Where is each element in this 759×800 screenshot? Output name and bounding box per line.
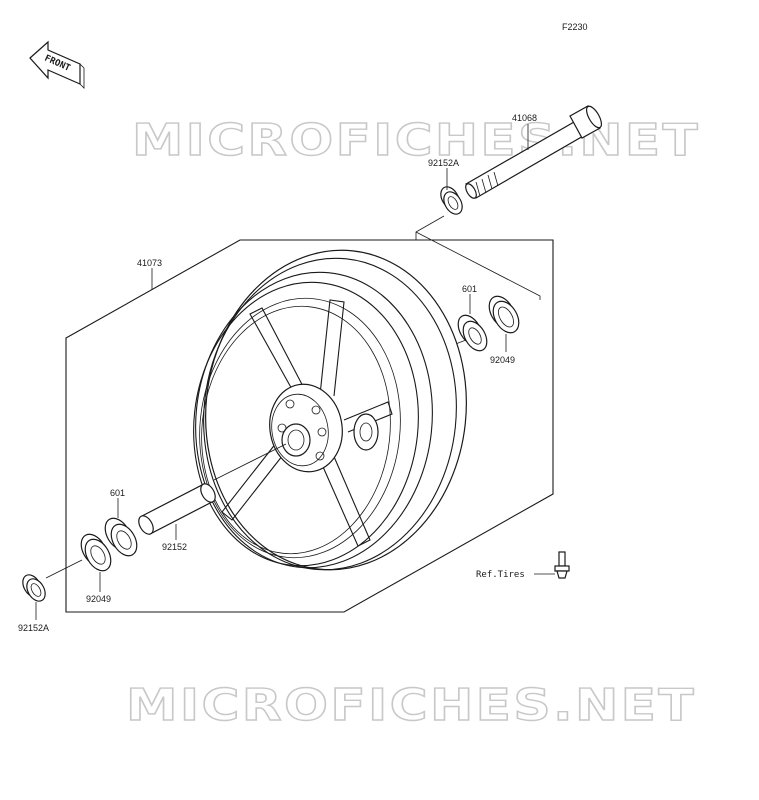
label-601-left: 601: [110, 488, 125, 498]
seal-92049-right: [488, 295, 520, 334]
label-92152a-top: 92152A: [428, 158, 459, 168]
collar-92152a-top: [440, 186, 463, 215]
label-92049-left: 92049: [86, 594, 111, 604]
wheel-41073: [193, 249, 467, 571]
label-601-right: 601: [462, 284, 477, 294]
seal-92049-left: [80, 533, 112, 572]
label-92152a-bottom: 92152A: [18, 623, 49, 633]
label-92049-right: 92049: [490, 355, 515, 365]
front-arrow-icon: FRONT: [29, 40, 85, 89]
axle-centerline: [213, 443, 287, 481]
label-92152: 92152: [162, 542, 187, 552]
figure-code: F2230: [562, 22, 588, 32]
assembly-frame: [65, 239, 554, 613]
ref-tires-label: Ref.Tires: [476, 570, 525, 580]
collar-92152a-bottom: [22, 574, 46, 602]
valve-stem-icon: [554, 551, 570, 579]
watermark-top: MICROFICHES.NET: [132, 115, 700, 166]
label-41068: 41068: [512, 113, 537, 123]
spacer-92152: [138, 483, 216, 535]
bearing-601-left: [104, 517, 138, 557]
watermark-bottom: MICROFICHES.NET: [126, 680, 696, 731]
axle-41068: [465, 105, 602, 199]
label-41073: 41073: [137, 258, 162, 268]
bearing-601-right: [457, 314, 488, 352]
